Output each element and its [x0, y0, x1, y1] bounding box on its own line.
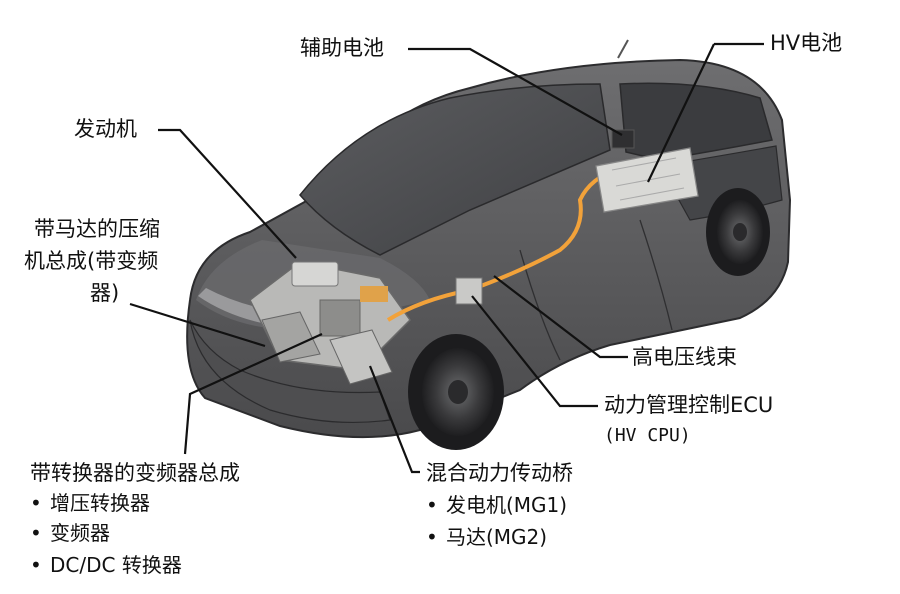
inverter-item: 增压转换器: [30, 490, 150, 516]
door-line: [639, 219, 673, 331]
label-compressor-line2: 机总成(带变频: [24, 249, 159, 273]
transaxle-item: 马达(MG2): [426, 524, 547, 550]
leader-hv-battery: [647, 42, 764, 183]
leader-lines: [129, 42, 764, 474]
label-engine: 发动机: [74, 117, 137, 141]
inverter-item: DC/DC 转换器: [30, 552, 182, 578]
label-inverter-title: 带转换器的变频器总成: [30, 461, 240, 485]
auxiliary-battery: [611, 129, 635, 149]
label-aux-battery: 辅助电池: [300, 36, 384, 60]
hv-harness: [386, 166, 621, 322]
leader-engine: [158, 128, 297, 259]
rear-wheel: [706, 188, 770, 276]
label-hv-wire: 高电压线束: [632, 345, 737, 369]
leader-inverter: [183, 332, 323, 455]
label-transaxle-title: 混合动力传动桥: [426, 461, 573, 485]
label-compressor-line1: 带马达的压缩: [34, 217, 160, 241]
label-hv-battery: HV电池: [770, 31, 843, 55]
leader-ecu: [471, 295, 598, 408]
label-compressor-line3: 器): [90, 281, 120, 305]
label-ecu-line1: 动力管理控制ECU: [604, 393, 774, 417]
transaxle-item: 发电机(MG1): [426, 492, 567, 518]
front-bumper: [189, 319, 391, 424]
engine-bay: [249, 261, 411, 385]
front-wheel: [408, 334, 504, 450]
power-control-ecu: [455, 277, 483, 305]
windshield: [299, 83, 611, 256]
leader-transaxle: [368, 365, 420, 474]
inverter-item: 变频器: [30, 520, 110, 546]
leader-aux-battery: [408, 47, 623, 136]
antenna: [617, 39, 629, 59]
hv-battery-pack: [595, 147, 699, 213]
leader-hv-wire: [493, 275, 628, 359]
label-ecu-line2: (HV CPU): [604, 425, 691, 446]
leader-compressor: [129, 302, 266, 348]
